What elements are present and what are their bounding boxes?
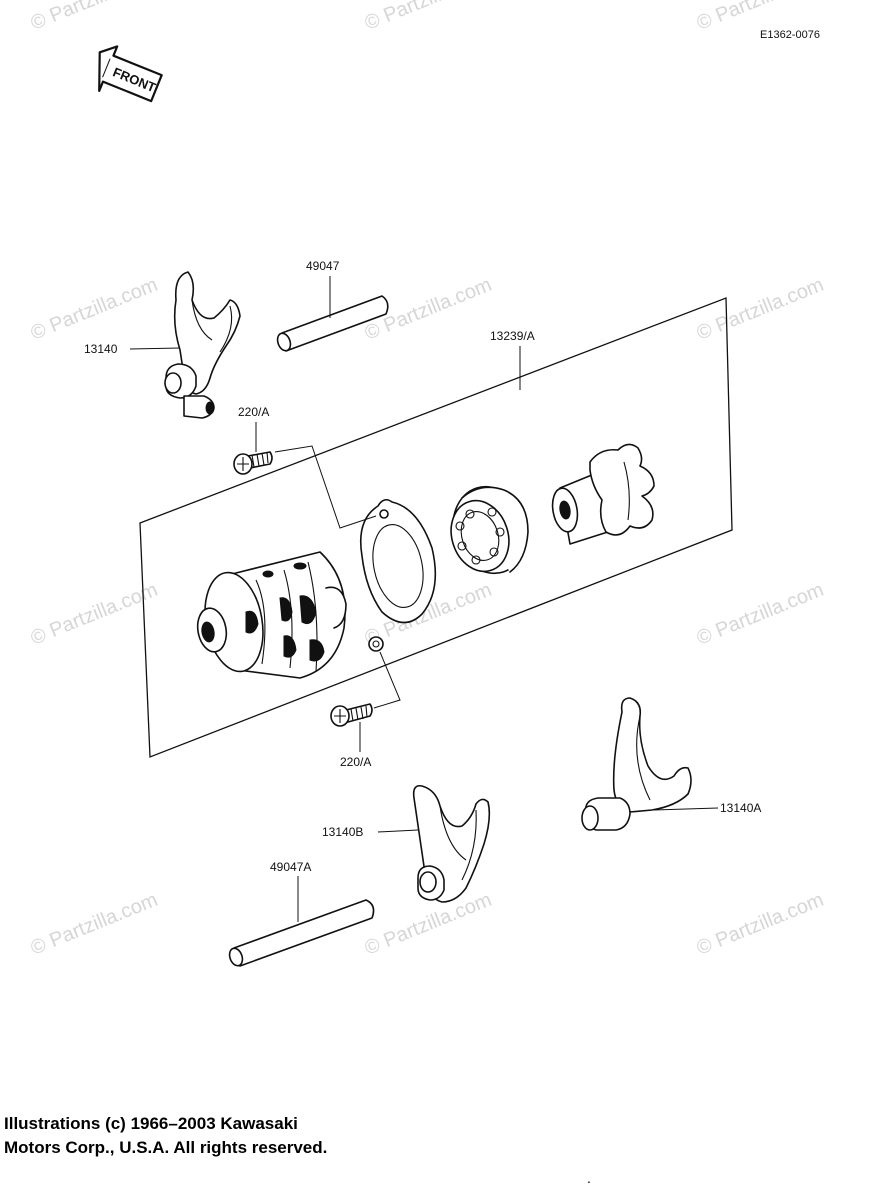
screw-220a-top-icon xyxy=(233,451,273,475)
leader-lines xyxy=(129,276,719,922)
shift-fork-13140-icon xyxy=(164,271,241,419)
shift-fork-13140b-icon xyxy=(412,784,491,903)
part-labels: 13140 49047 13239/A 220/A 220/A 13140B 1… xyxy=(84,259,761,874)
shift-drum-icon xyxy=(196,551,347,679)
copyright-notice: Illustrations (c) 1966–2003 Kawasaki Mot… xyxy=(4,1112,327,1160)
shift-fork-13140a-icon xyxy=(581,697,692,831)
part-label-49047: 49047 xyxy=(306,259,340,273)
shaft-49047-icon xyxy=(276,295,389,352)
gasket-plate-icon xyxy=(359,498,437,624)
front-arrow-icon: FRONT xyxy=(98,45,163,103)
ball-bearing-icon xyxy=(450,485,529,575)
watermark: © Partzilla.com xyxy=(694,274,827,345)
screw-220a-bottom-icon xyxy=(330,703,373,727)
assembly-outline xyxy=(139,297,733,758)
watermark: © Partzilla.com xyxy=(362,0,495,35)
star-cam-icon xyxy=(551,443,655,545)
part-label-220a-bottom: 220/A xyxy=(340,755,371,769)
diagram-id: E1362-0076 xyxy=(760,29,820,41)
watermark: © Partzilla.com xyxy=(28,889,161,960)
shaft-49047a-icon xyxy=(228,899,375,967)
watermark: © Partzilla.com xyxy=(694,579,827,650)
watermark: © Partzilla.com xyxy=(694,889,827,960)
part-label-13239a: 13239/A xyxy=(490,329,535,343)
part-label-13140b: 13140B xyxy=(322,825,363,839)
watermark: © Partzilla.com xyxy=(28,274,161,345)
washer-icon xyxy=(368,636,384,652)
trailing-mark: . xyxy=(587,1170,591,1186)
watermark: © Partzilla.com xyxy=(28,0,161,35)
part-label-49047a: 49047A xyxy=(270,860,311,874)
copyright-line-1: Illustrations (c) 1966–2003 Kawasaki xyxy=(4,1114,298,1133)
part-label-13140: 13140 xyxy=(84,342,118,356)
part-label-220a-top: 220/A xyxy=(238,405,269,419)
part-label-13140a: 13140A xyxy=(720,801,761,815)
copyright-line-2: Motors Corp., U.S.A. All rights reserved… xyxy=(4,1138,328,1157)
watermark: © Partzilla.com xyxy=(28,579,161,650)
